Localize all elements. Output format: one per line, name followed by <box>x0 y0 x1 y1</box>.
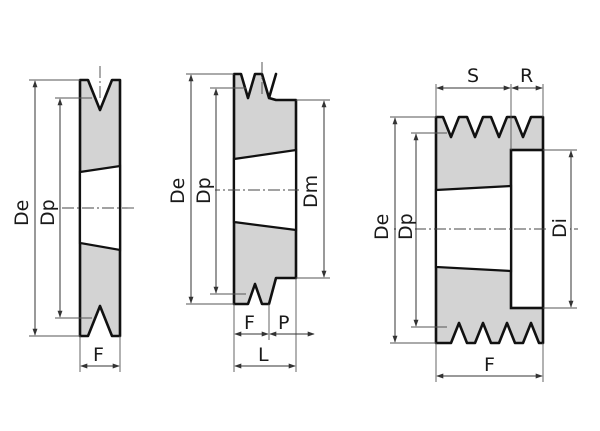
multi-groove-pulley: S R De Dp Di F <box>371 65 578 382</box>
multi-dp-label: Dp <box>395 213 417 240</box>
single-f-label: F <box>93 344 104 366</box>
multi-de-label: De <box>371 214 393 240</box>
hub-dm-label: Dm <box>300 175 322 208</box>
hub-pulley: De Dp Dm F P L <box>166 62 330 372</box>
multi-pulley-bore <box>434 184 513 273</box>
hub-dp-label: Dp <box>193 177 215 204</box>
multi-f-label: F <box>484 354 495 376</box>
hub-de-label: De <box>167 178 189 204</box>
hub-l-label: L <box>258 344 269 366</box>
hub-f-label: F <box>244 312 255 334</box>
multi-di-label: Di <box>549 218 571 238</box>
single-groove-pulley: De Dp F <box>11 66 134 372</box>
single-pulley-bore <box>78 164 122 252</box>
multi-s-label: S <box>467 65 479 87</box>
single-dp-label: Dp <box>37 199 59 226</box>
hub-p-label: P <box>278 312 289 334</box>
single-de-label: De <box>11 200 33 226</box>
multi-r-label: R <box>520 65 533 87</box>
